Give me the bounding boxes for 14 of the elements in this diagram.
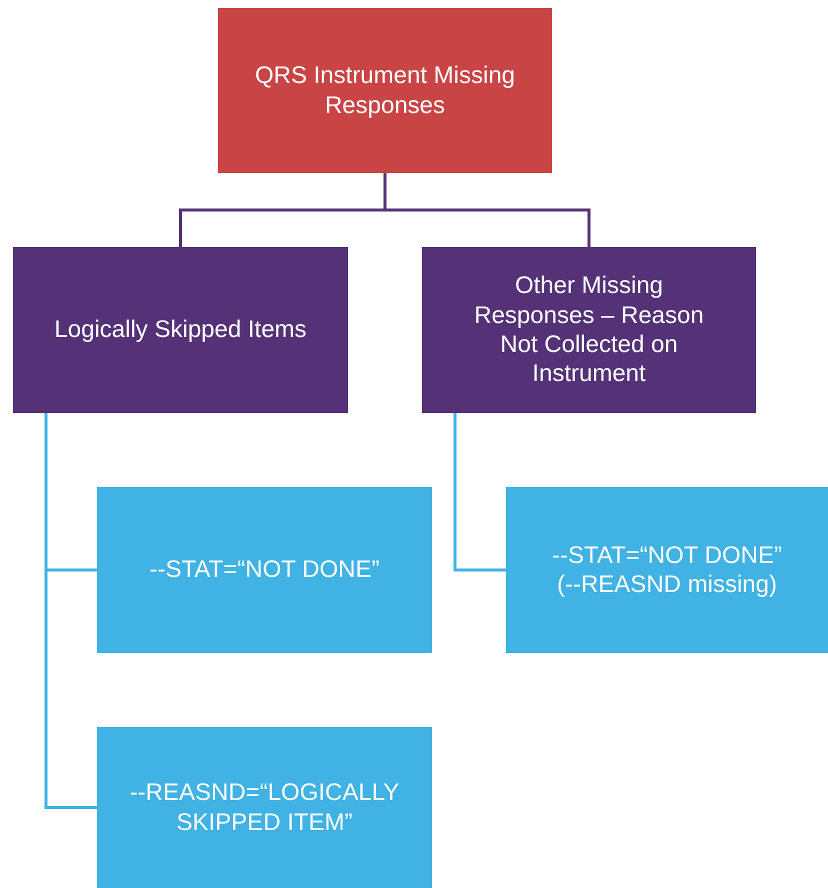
title-box: [218, 8, 552, 173]
category-box: [422, 247, 756, 413]
category-box: [13, 247, 348, 413]
box-label: --REASND=“LOGICALLY SKIPPED ITEM”: [128, 778, 400, 837]
box-label: --STAT=“NOT DONE” (--REASND missing): [551, 540, 783, 600]
box-label: QRS Instrument Missing Responses: [254, 61, 516, 120]
connector-line: [44, 413, 97, 809]
value-box: [97, 727, 432, 888]
box-label: Logically Skipped Items: [54, 315, 307, 345]
connector-line: [454, 413, 506, 572]
box-label: --STAT=“NOT DONE”: [150, 555, 380, 585]
value-box: [506, 487, 828, 653]
value-box: [97, 487, 432, 653]
box-label: Other Missing Responses – Reason Not Collected on Instrument: [473, 271, 705, 389]
